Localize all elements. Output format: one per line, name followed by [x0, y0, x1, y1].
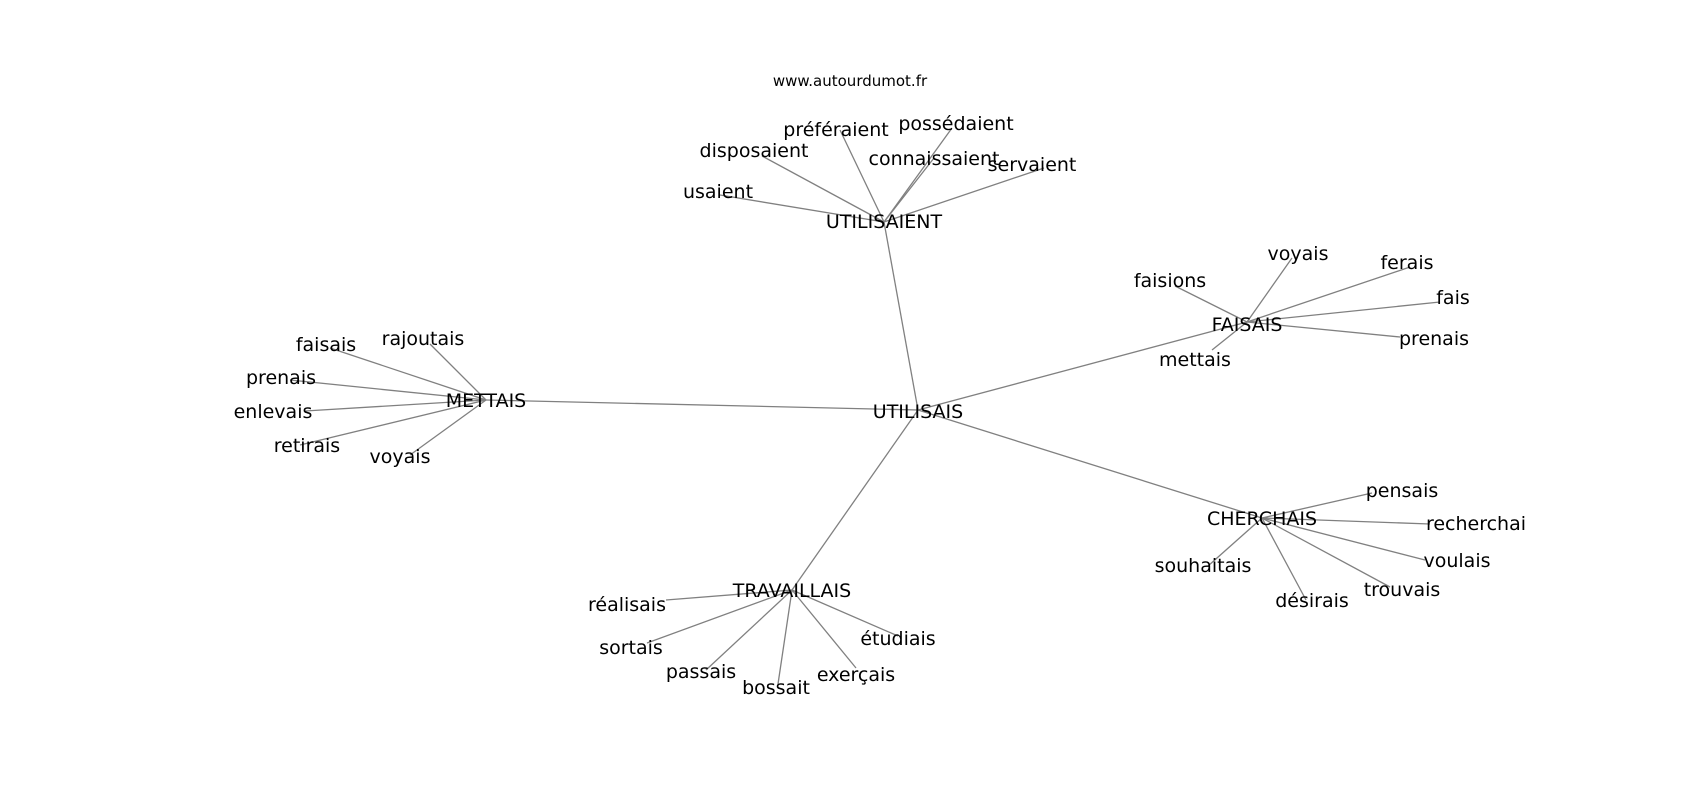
- leaf-node-realisais: réalisais: [588, 594, 666, 616]
- leaf-node-sortais: sortais: [599, 637, 663, 659]
- leaf-node-voyais: voyais: [1268, 243, 1329, 265]
- edge-root-travaillais: [791, 409, 919, 591]
- edge-cherchais-recherchai: [1261, 517, 1431, 525]
- edge-utilisaient-connaissaient: [883, 157, 935, 223]
- edge-root-cherchais: [917, 409, 1263, 519]
- leaf-node-bossait: bossait: [742, 677, 810, 699]
- edge-root-mettais: [485, 399, 919, 411]
- edge-utilisaient-usaient: [719, 194, 885, 223]
- hub-node-cherchais: CHERCHAIS: [1207, 508, 1317, 530]
- leaf-node-faisions: faisions: [1134, 270, 1206, 292]
- edge-travaillais-passais: [705, 589, 793, 671]
- edge-faisais-voyais: [1246, 257, 1293, 323]
- edge-cherchais-pensais: [1261, 492, 1373, 519]
- edge-utilisaient-preferaient: [839, 129, 885, 223]
- leaf-node-voulais: voulais: [1423, 550, 1490, 572]
- edge-mettais-enlevais: [304, 399, 487, 412]
- edge-travaillais-sortais: [646, 589, 793, 644]
- leaf-node-pensais: pensais: [1366, 480, 1439, 502]
- edge-mettais-prenais: [289, 379, 487, 401]
- leaf-node-trouvais: trouvais: [1364, 579, 1441, 601]
- leaf-node-desirais: désirais: [1275, 590, 1349, 612]
- edge-travaillais-bossait: [777, 589, 793, 685]
- leaf-node-prenais: prenais: [1399, 328, 1469, 350]
- leaf-node-possedaient: possédaient: [898, 113, 1013, 135]
- hub-node-utilisaient: UTILISAIENT: [826, 211, 943, 233]
- edge-utilisaient-servaient: [883, 167, 1045, 223]
- edge-travaillais-realisais: [665, 589, 793, 601]
- leaf-node-enlevais: enlevais: [234, 401, 313, 423]
- leaf-node-passais: passais: [666, 661, 736, 683]
- hub-node-mettais: METTAIS: [446, 390, 526, 412]
- edge-mettais-voyais: [409, 399, 487, 456]
- edge-faisais-prenais: [1246, 321, 1401, 338]
- root-node-label: UTILISAIS: [873, 401, 963, 423]
- leaf-node-retirais: retirais: [274, 435, 340, 457]
- leaf-node-fais: fais: [1436, 287, 1470, 309]
- labels-layer: UTILISAIS UTILISAIENT préféraient possédaie…: [234, 113, 1526, 699]
- leaf-node-disposaient: disposaient: [700, 140, 809, 162]
- leaf-node-preferaient: préféraient: [783, 119, 888, 141]
- hub-node-travaillais: TRAVAILLAIS: [732, 580, 851, 602]
- edge-travaillais-etudiais: [791, 589, 899, 637]
- edges-layer: [289, 127, 1441, 685]
- leaf-node-rajoutais: rajoutais: [382, 328, 465, 350]
- leaf-node-souhaitais: souhaitais: [1155, 555, 1252, 577]
- leaf-node-ferais: ferais: [1380, 252, 1433, 274]
- edge-faisais-fais: [1246, 301, 1441, 323]
- edge-mettais-faisais: [329, 347, 487, 401]
- edge-cherchais-voulais: [1261, 517, 1426, 561]
- edge-root-utilisaient: [883, 221, 919, 411]
- leaf-node-servaient: servaient: [988, 154, 1077, 176]
- leaf-node-connaissaient: connaissaient: [869, 148, 1000, 170]
- edge-mettais-rajoutais: [429, 343, 487, 401]
- edge-faisais-mettais: [1211, 321, 1248, 351]
- edge-faisais-ferais: [1246, 266, 1411, 323]
- leaf-node-etudiais: étudiais: [860, 628, 935, 650]
- leaf-node-exercais: exerçais: [817, 664, 895, 686]
- leaf-node-recherchai: recherchai: [1426, 513, 1526, 535]
- edge-utilisaient-possedaient: [883, 127, 953, 223]
- hub-node-faisais: FAISAIS: [1212, 314, 1283, 336]
- site-watermark: www.autourdumot.fr: [772, 72, 928, 90]
- edge-faisais-faisions: [1174, 285, 1248, 323]
- edge-utilisaient-disposaient: [761, 155, 885, 223]
- edge-cherchais-souhaitais: [1207, 517, 1263, 567]
- leaf-node-prenais: prenais: [246, 367, 316, 389]
- edge-cherchais-desirais: [1261, 517, 1307, 601]
- edge-cherchais-trouvais: [1261, 517, 1391, 588]
- edge-travaillais-exercais: [791, 589, 857, 669]
- leaf-node-usaient: usaient: [683, 181, 753, 203]
- leaf-node-faisais: faisais: [296, 334, 356, 356]
- leaf-node-voyais: voyais: [370, 446, 431, 468]
- leaf-node-mettais: mettais: [1159, 349, 1231, 371]
- edge-mettais-retirais: [299, 399, 487, 446]
- edge-root-faisais: [917, 321, 1248, 411]
